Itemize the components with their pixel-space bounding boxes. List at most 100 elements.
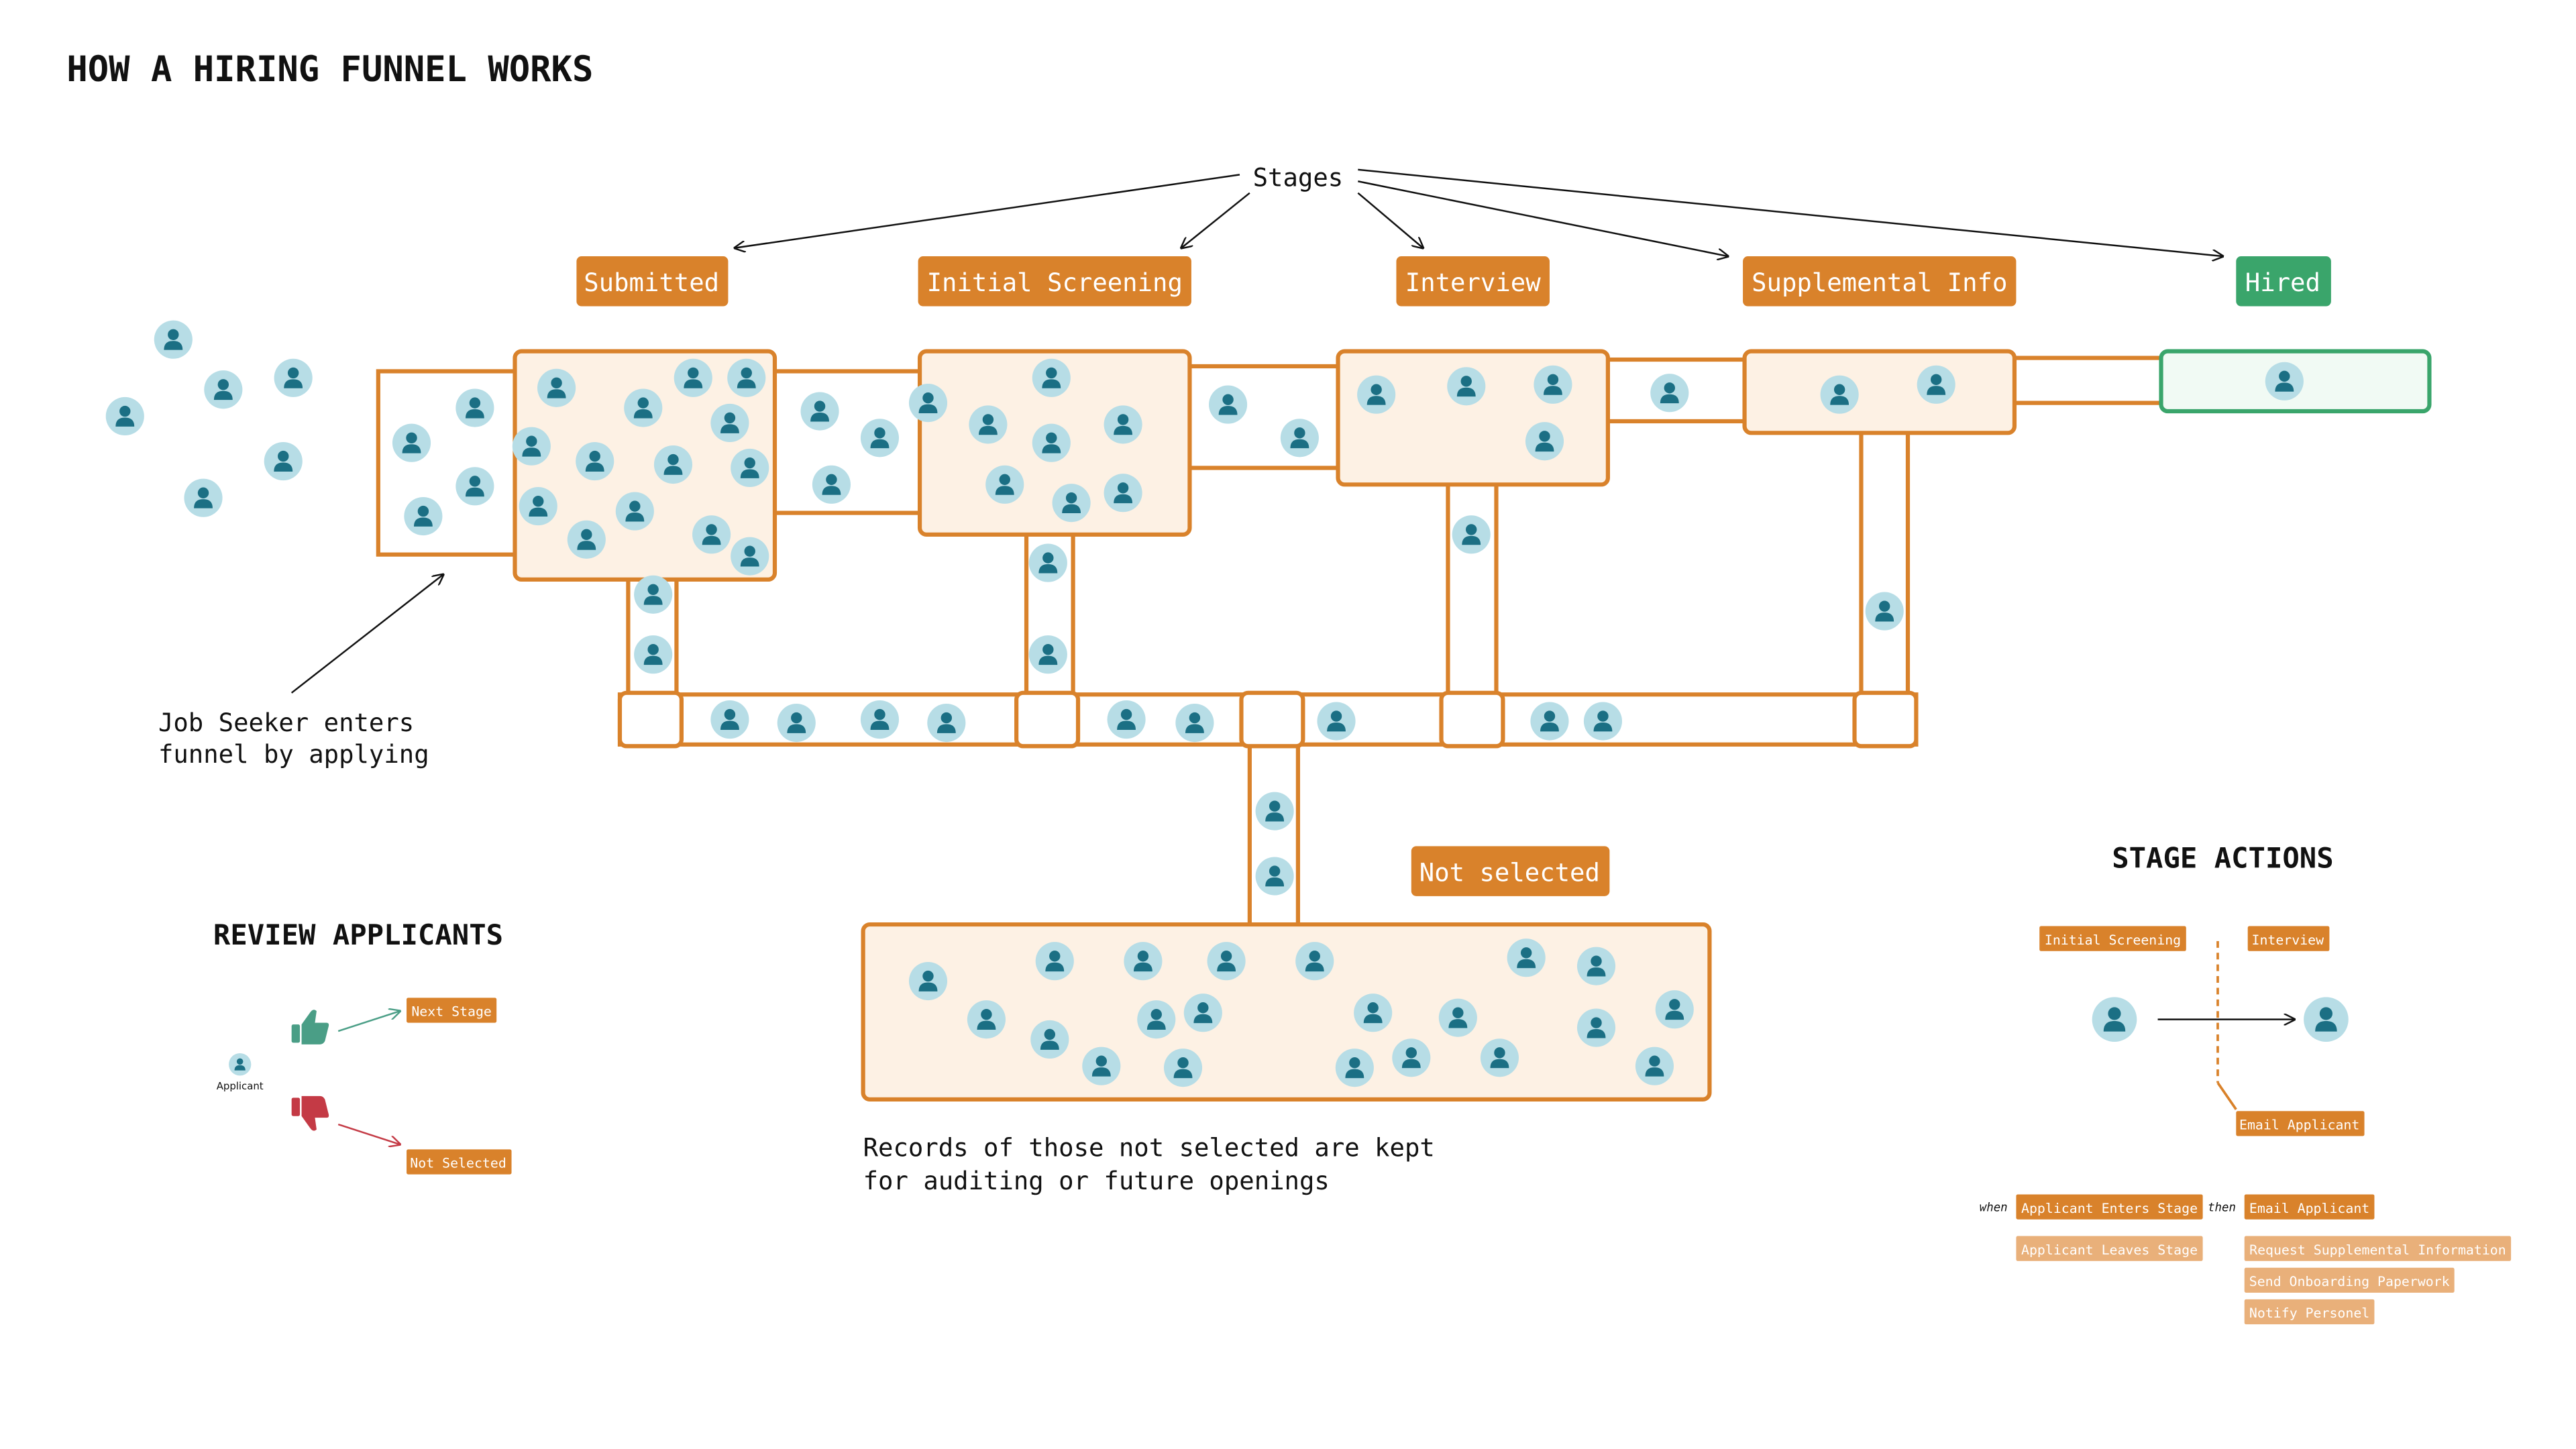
action-onboarding: Send Onboarding Paperwork bbox=[2249, 1274, 2450, 1289]
applicant-icon bbox=[1032, 423, 1071, 462]
applicant-icon bbox=[860, 700, 900, 739]
action-notify: Notify Personel bbox=[2249, 1305, 2369, 1321]
applicant-icon bbox=[1335, 1049, 1374, 1087]
applicant-icon bbox=[229, 1053, 252, 1076]
applicant-icon bbox=[1452, 515, 1491, 554]
applicant-icon bbox=[1438, 998, 1477, 1037]
action-email: Email Applicant bbox=[2249, 1201, 2369, 1216]
svg-text:Submitted: Submitted bbox=[584, 268, 719, 297]
job-seeker-arrow bbox=[290, 574, 443, 694]
applicant-icon bbox=[1028, 543, 1067, 582]
applicant-icon bbox=[674, 358, 712, 397]
applicant-icon bbox=[576, 441, 614, 481]
applicant-icon bbox=[1576, 947, 1616, 985]
applicant-icon bbox=[1650, 374, 1689, 413]
records-note-line2: for auditing or future openings bbox=[863, 1166, 1330, 1195]
applicant-icon bbox=[1035, 942, 1074, 981]
next-stage-tag: Next Stage bbox=[411, 1004, 492, 1020]
applicant-icon bbox=[1207, 942, 1246, 981]
applicant-icon bbox=[908, 384, 948, 423]
applicant-icon bbox=[634, 635, 673, 674]
stages-label: Stages bbox=[1253, 163, 1344, 193]
applicant-icon bbox=[624, 388, 663, 427]
applicant-icon bbox=[455, 467, 494, 506]
applicant-icon bbox=[1104, 405, 1142, 444]
applicant-icon bbox=[1082, 1046, 1121, 1085]
applicant-icon bbox=[1032, 358, 1071, 397]
applicant-icon bbox=[1583, 702, 1623, 741]
applicant-icon bbox=[204, 370, 243, 409]
stage-label-interview: Interview bbox=[1396, 256, 1550, 307]
applicant-icon bbox=[985, 465, 1024, 504]
job-seeker-note-line1: Job Seeker enters bbox=[158, 708, 414, 737]
applicant-icon bbox=[274, 358, 313, 397]
applicant-icon bbox=[512, 427, 551, 466]
stage-pointer-arrows bbox=[735, 168, 2222, 256]
thumbs-up-icon bbox=[291, 1010, 329, 1044]
applicant-icon bbox=[1576, 1008, 1616, 1047]
applicant-icon bbox=[567, 520, 606, 559]
from-stage-tag: Initial Screening bbox=[2045, 932, 2181, 948]
applicant-icon bbox=[927, 703, 966, 743]
applicant-icon bbox=[519, 487, 557, 526]
applicant-icon bbox=[1447, 367, 1486, 406]
applicant-icon bbox=[1865, 592, 1904, 631]
applicant-icon bbox=[812, 465, 851, 504]
applicant-icon bbox=[537, 368, 576, 407]
applicant-icon bbox=[1530, 702, 1569, 741]
applicant-icon bbox=[1163, 1049, 1203, 1087]
review-applicants-section: REVIEW APPLICANTS Applicant Next Stage N… bbox=[213, 918, 512, 1175]
applicant-label: Applicant bbox=[217, 1080, 264, 1092]
applicant-icon bbox=[634, 575, 673, 614]
applicant-icon bbox=[1124, 942, 1163, 981]
applicant-icon bbox=[2092, 997, 2137, 1042]
applicant-icon bbox=[710, 700, 749, 739]
applicant-icon bbox=[653, 445, 693, 484]
applicant-icon bbox=[1107, 700, 1146, 739]
svg-text:Initial Screening: Initial Screening bbox=[927, 268, 1183, 297]
applicant-icon bbox=[1030, 1020, 1069, 1059]
applicant-icon bbox=[184, 478, 223, 517]
pipe-supplemental-hired bbox=[2008, 356, 2167, 405]
applicant-icon bbox=[1917, 365, 1955, 404]
applicant-icon bbox=[1525, 422, 1564, 461]
applicant-icon bbox=[1137, 1000, 1176, 1039]
applicant-icon bbox=[908, 961, 948, 1001]
stage-actions-section: STAGE ACTIONS Initial Screening Intervie… bbox=[1980, 842, 2512, 1325]
applicant-icon bbox=[1104, 474, 1142, 513]
trigger-leaves: Applicant Leaves Stage bbox=[2021, 1242, 2198, 1258]
svg-text:Not selected: Not selected bbox=[1419, 857, 1600, 887]
then-label: then bbox=[2208, 1201, 2236, 1214]
applicant-icon bbox=[1820, 375, 1859, 414]
applicant-icon bbox=[404, 496, 443, 536]
applicant-icon bbox=[264, 441, 303, 481]
applicant-icon bbox=[710, 403, 749, 442]
applicant-icon bbox=[777, 703, 816, 743]
stage-label-hired: Hired bbox=[2236, 256, 2331, 307]
applicant-icon bbox=[2304, 997, 2349, 1042]
applicant-icon bbox=[731, 448, 769, 488]
stage-label-submitted: Submitted bbox=[576, 256, 729, 307]
page-title: HOW A HIRING FUNNEL WORKS bbox=[66, 50, 593, 90]
applicant-icon bbox=[727, 358, 766, 397]
applicant-icon bbox=[967, 1000, 1006, 1039]
to-stage-tag: Interview bbox=[2251, 932, 2324, 948]
applicant-icon bbox=[1392, 1038, 1431, 1077]
job-seeker-note-line2: funnel by applying bbox=[158, 739, 429, 769]
applicant-icon bbox=[2265, 362, 2304, 400]
applicant-icon bbox=[1255, 792, 1294, 830]
drop-not-selected bbox=[1247, 741, 1301, 932]
applicant-icon bbox=[1255, 857, 1294, 896]
stage-label-initial-screening: Initial Screening bbox=[918, 256, 1191, 307]
applicant-icon bbox=[455, 388, 494, 427]
applicant-icon bbox=[860, 419, 900, 458]
pipe-screening-interview bbox=[1184, 364, 1346, 470]
review-title: REVIEW APPLICANTS bbox=[213, 918, 503, 951]
applicant-icon bbox=[1655, 990, 1694, 1029]
applicant-icon bbox=[1507, 938, 1546, 977]
when-label: when bbox=[1980, 1201, 2008, 1214]
applicant-icon bbox=[731, 537, 769, 576]
applicant-icon bbox=[154, 320, 193, 359]
applicant-icon bbox=[1480, 1038, 1519, 1077]
svg-text:Hired: Hired bbox=[2245, 268, 2320, 297]
